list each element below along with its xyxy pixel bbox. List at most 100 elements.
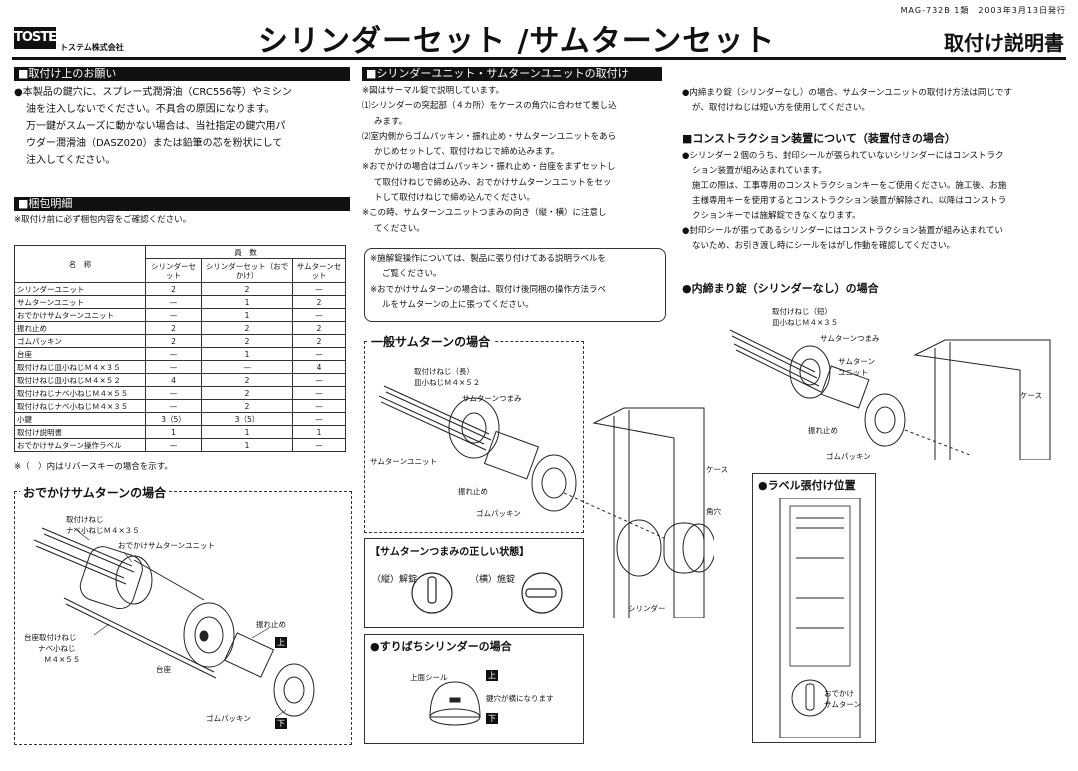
precautions-line: ウダー潤滑油（DASZ020）または鉛筆の芯を粉状にして <box>26 138 283 149</box>
cell: — <box>201 360 294 374</box>
note-line: が、取付けねじは短い方を使用してください。 <box>692 103 870 113</box>
install-line: ※おでかけの場合はゴムパッキン・振れ止め・台座をまずセットし <box>362 162 616 173</box>
label-top: 上 <box>275 637 287 648</box>
construction-line: ●シリンダー２個のうち、封印シールが張られていないシリンダーにはコンストラク <box>682 151 1004 161</box>
label-case: ケース <box>1020 391 1043 400</box>
label-unit: ユニット <box>838 368 868 377</box>
label-thumbturn: サムターン <box>838 357 875 366</box>
install-line: かじめセットして、取付けねじで締め込みます。 <box>374 147 560 158</box>
label-thumbturn-word: サムターン <box>824 700 861 709</box>
label-base-screw-type: ナベ小ねじ <box>38 644 76 653</box>
label-short-screw: 取付けねじ（短） <box>772 307 832 316</box>
section-heading-package: ■梱包明細 <box>14 197 350 211</box>
note-line: ※おでかけサムターンの場合は、取付け後同梱の操作方法ラベ <box>370 284 607 295</box>
cell: ゴムパッキン <box>14 334 146 348</box>
col-header: サムターンセット <box>292 258 346 283</box>
table-footnote: ※（ ）内はリバースキーの場合を示す。 <box>14 462 173 472</box>
cell: — <box>292 399 346 413</box>
inner-lock-title: ●内締まり錠（シリンダーなし）の場合 <box>682 282 879 295</box>
precautions-line: 油を注入しないでください。不具合の原因になります。 <box>26 104 275 115</box>
construction-line: ション装置が組み込まれています。 <box>692 166 827 176</box>
cell: 取付けねじ皿小ねじＭ４×３５ <box>14 360 146 374</box>
cell: 2 <box>144 282 203 296</box>
cell: 1 <box>201 347 294 361</box>
cell: — <box>292 438 346 452</box>
construction-line: ないため、お引き渡し時にシールをはがし作動を確認してください。 <box>692 241 955 251</box>
label-screw: 取付けねじ <box>66 515 104 524</box>
cell: — <box>144 347 203 361</box>
label-long-screw: 取付けねじ（長） <box>414 367 474 376</box>
col-header: シリンダーセット <box>144 258 203 283</box>
label-case: ケース <box>706 465 729 474</box>
precautions-line: 万一鍵がスムーズに動かない場合は、当社指定の鍵穴用パ <box>26 121 286 132</box>
cell: 2 <box>201 386 294 400</box>
odekake-diagram-title: おでかけサムターンの場合 <box>20 484 170 501</box>
label-square-hole: 角穴 <box>706 507 721 516</box>
cell: 取付けねじナベ小ねじＭ４×５５ <box>14 386 146 400</box>
cell: 4 <box>292 360 346 374</box>
cell: — <box>144 295 203 309</box>
label-suribachi-top: 上 <box>486 670 498 681</box>
construction-heading: ■コンストラクション装置について（装置付きの場合） <box>682 132 956 145</box>
knob-state-box <box>364 538 584 628</box>
label-suribachi-bottom: 下 <box>486 713 498 724</box>
cell: 2 <box>144 334 203 348</box>
suribachi-drawing <box>429 681 481 726</box>
cell: 2 <box>144 321 203 335</box>
construction-text: ●シリンダー２個のうち、封印シールが張られていないシリンダーにはコンストラク シ… <box>682 149 1066 254</box>
section-heading-precautions: ■取付け上のお願い <box>14 67 350 81</box>
note-line: ご覧ください。 <box>382 269 442 280</box>
inner-lock-note: ●内締まり錠（シリンダーなし）の場合、サムターンユニットの取付け方法は同じです … <box>682 86 1066 116</box>
document-title: シリンダーセット /サムターンセット <box>258 24 776 59</box>
odekake-exploded-drawing <box>33 527 315 718</box>
label-base: 台座 <box>156 665 171 674</box>
label-anti-vibration: 振れ止め <box>808 426 838 435</box>
construction-line: 主様専用キーを使用するとコンストラクション装置が解除され、以降はコンストラ <box>692 196 1007 206</box>
label-top-seal: 上面シール <box>410 673 448 682</box>
operation-note-box <box>364 248 666 322</box>
cell: — <box>292 373 346 387</box>
note-line: ルをサムターンの上に張ってください。 <box>382 299 534 310</box>
label-keyhole-horizontal: 鍵穴が横になります <box>486 694 554 703</box>
cell: — <box>292 386 346 400</box>
knob-state-icons <box>411 572 563 614</box>
install-line: ⑵室内側からゴムパッキン・振れ止め・サムターンユニットをあら <box>362 131 617 142</box>
cell: おでかけサムターンユニット <box>14 308 146 322</box>
cell: 1 <box>201 295 294 309</box>
cell: 4 <box>144 373 203 387</box>
knob-state-title: 【サムターンつまみの正しい状態】 <box>370 547 530 558</box>
cell: 2 <box>201 321 294 335</box>
tostem-logo: TOSTEM <box>14 27 69 49</box>
package-note: ※取付け前に必ず梱包内容をご確認ください。 <box>14 215 192 225</box>
cell: 台座 <box>14 347 146 361</box>
note-line: ●内締まり錠（シリンダーなし）の場合、サムターンユニットの取付け方法は同じです <box>682 88 1012 98</box>
label-base-screw: 台座取付けねじ <box>24 633 77 642</box>
package-table: 名 称 員 数 シリンダーセット シリンダーセット（おでかけ） サムターンセット… <box>14 245 346 452</box>
install-line: ※この時、サムターンユニットつまみの向き（縦・横）に注意し <box>362 208 607 219</box>
cell: 2 <box>292 295 346 309</box>
precautions-line: 注入してください。 <box>26 155 116 166</box>
table-row: 台座—1— <box>14 347 346 361</box>
label-position-box <box>752 473 876 743</box>
label-position-title: ●ラベル張付け位置 <box>758 479 856 492</box>
odekake-diagram-box <box>14 491 352 745</box>
document-number: MAG-732B 1類 2003年3月13日発行 <box>900 6 1066 15</box>
cell: 1 <box>201 308 294 322</box>
label-cylinder: シリンダー <box>628 604 666 613</box>
suribachi-title: ●すりばちシリンダーの場合 <box>370 640 512 653</box>
cell: 1 <box>292 425 346 439</box>
cell: — <box>144 360 203 374</box>
knob-lock-label: （横）施錠 <box>470 575 516 585</box>
note-line: ※施解錠操作については、製品に張り付けてある説明ラベルを <box>370 254 606 264</box>
knob-unlock-label: （縦）解錠 <box>372 575 418 585</box>
install-line: ※図はサーマル錠で説明しています。 <box>362 86 505 96</box>
cell: おでかけサムターン操作ラベル <box>14 438 146 452</box>
col-name-header: 名 称 <box>14 245 146 283</box>
label-thumbturn-knob: サムターンつまみ <box>462 394 522 403</box>
cell: 3（5） <box>201 412 294 426</box>
general-exploded-drawing <box>378 385 714 618</box>
